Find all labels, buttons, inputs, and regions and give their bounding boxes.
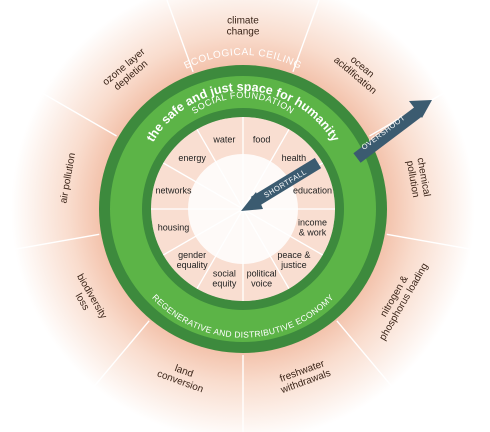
ceiling-divider-line [41, 92, 117, 137]
foundation-peace-and-justice: peace &justice [277, 250, 310, 270]
foundation-divider-line [163, 208, 244, 256]
shortfall-arrowhead [241, 192, 263, 211]
foundation-income-and-work: income& work [298, 218, 327, 238]
ceiling-divider-line [292, 0, 320, 73]
foundation-label-line: voice [251, 279, 272, 289]
ceiling-divider-line [166, 0, 194, 73]
foundation-label-line: & work [299, 228, 327, 238]
foundation-divider-line [242, 208, 290, 289]
foundation-label-line: political [247, 269, 277, 279]
foundation-label-line: water [212, 134, 235, 144]
foundation-label-line: housing [158, 223, 190, 233]
foundation-label-line: equity [212, 279, 237, 289]
foundation-label-line: income [298, 218, 327, 228]
ceiling-label-line: change [227, 27, 260, 38]
foundation-label-line: energy [178, 153, 206, 163]
foundation-divider-line [163, 162, 244, 210]
foundation-label-line: health [282, 153, 307, 163]
foundation-label-line: gender [178, 250, 206, 260]
foundation-label-line: peace & [277, 250, 310, 260]
foundation-divider-line [242, 208, 323, 256]
ceiling-divider-line [336, 320, 393, 388]
foundation-health: health [282, 153, 307, 163]
foundation-label-line: equality [177, 260, 209, 270]
foundation-education: education [293, 185, 332, 195]
social-foundation-dimensions: water food health education income& work peac… [155, 134, 332, 288]
foundation-label-line: food [253, 134, 271, 144]
foundation-networks: networks [155, 185, 192, 195]
foundation-label-line: education [293, 185, 332, 195]
ceiling-label-line: climate [227, 16, 259, 27]
foundation-label-line: social [213, 269, 236, 279]
foundation-water: water [212, 134, 235, 144]
foundation-housing: housing [158, 223, 190, 233]
foundation-divider-line [196, 129, 244, 210]
foundation-label-line: networks [155, 185, 192, 195]
ceiling-divider-line [386, 233, 472, 250]
foundation-label-line: justice [280, 260, 307, 270]
foundation-food: food [253, 134, 271, 144]
foundation-energy: energy [178, 153, 206, 163]
foundation-divider-line [242, 129, 290, 210]
foundation-divider-line [196, 208, 244, 289]
ceiling-divider-line [14, 233, 100, 250]
overshoot-arrowhead [409, 100, 432, 118]
ceiling-divider-line [93, 320, 150, 388]
